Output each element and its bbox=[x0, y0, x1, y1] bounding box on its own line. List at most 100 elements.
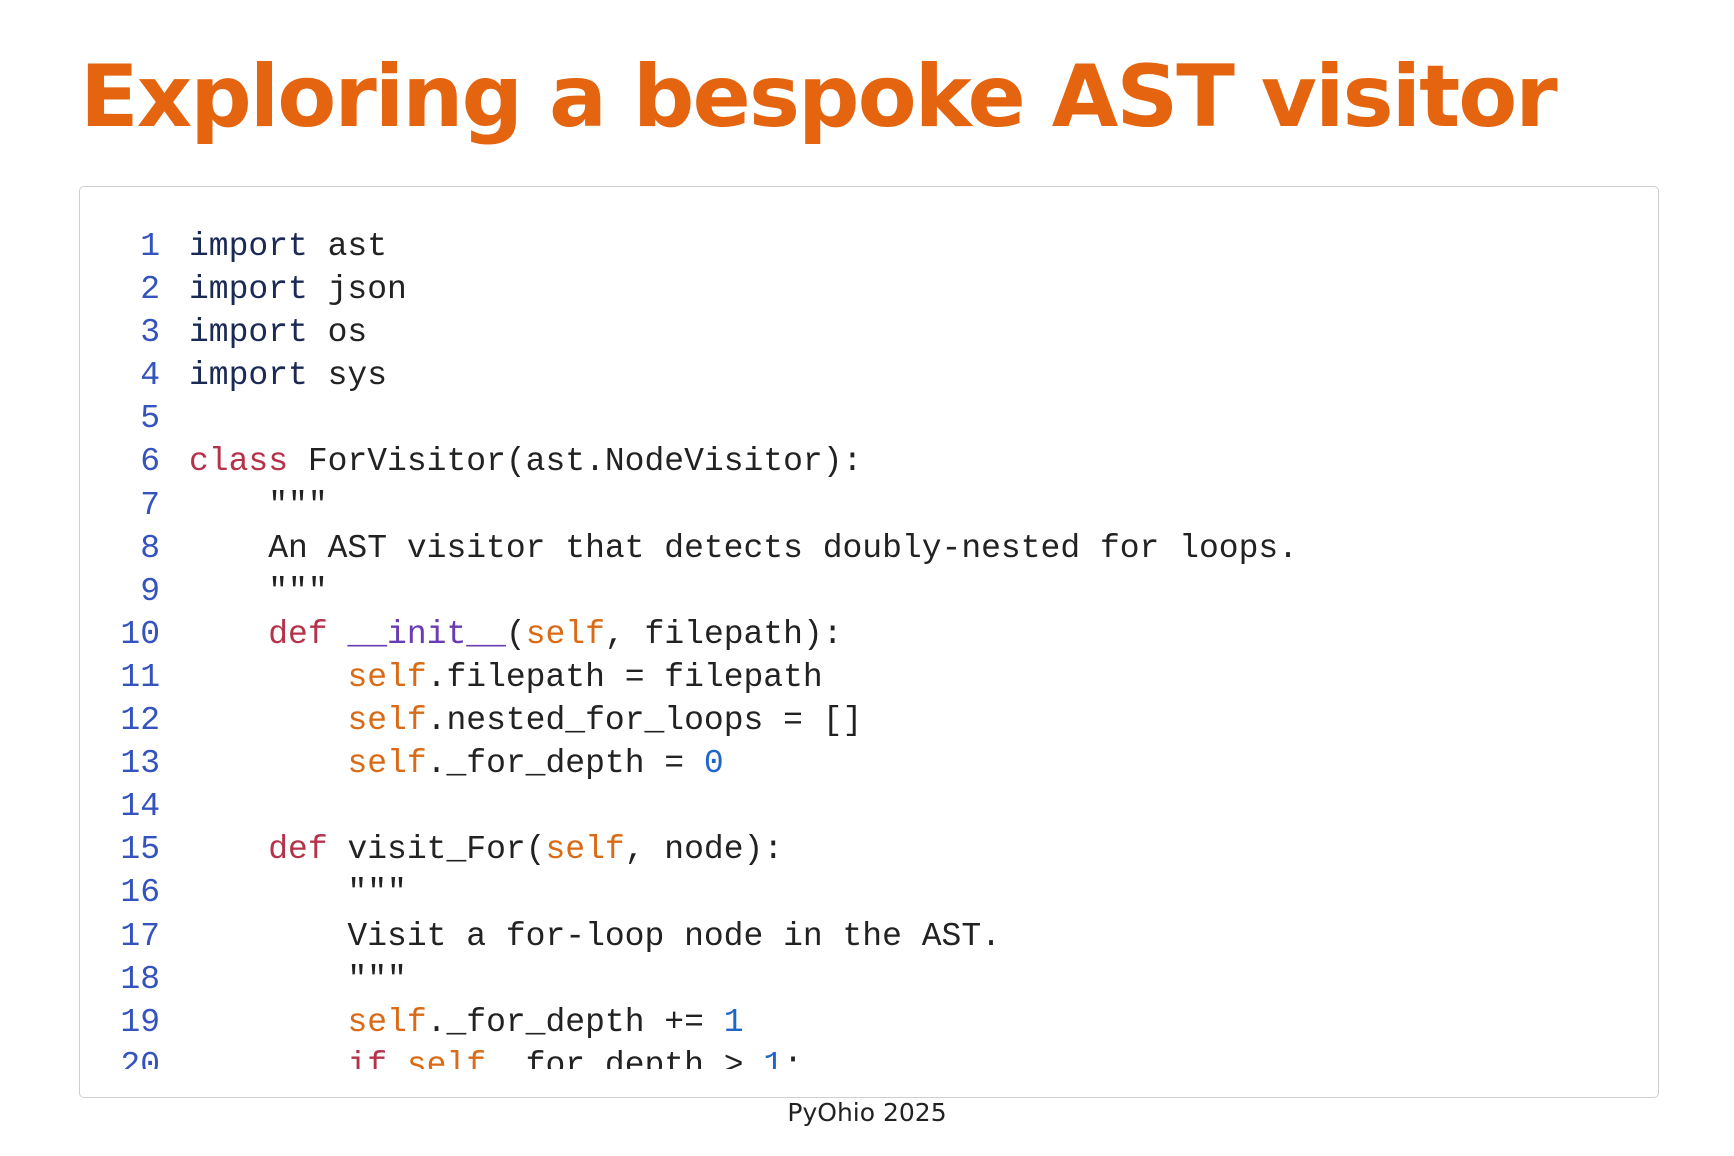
line-number: 19 bbox=[120, 1003, 160, 1041]
code-token: ._for_depth = bbox=[426, 745, 704, 783]
code-token: os bbox=[307, 314, 368, 352]
code-token: self bbox=[545, 831, 625, 869]
code-text: """ bbox=[189, 484, 328, 527]
code-token: self bbox=[525, 615, 605, 653]
line-number: 4 bbox=[140, 357, 160, 395]
code-token bbox=[387, 1047, 407, 1069]
code-token bbox=[189, 1047, 347, 1069]
code-line: 12 self.nested_for_loops = [] bbox=[80, 699, 1658, 742]
code-line: 13 self._for_depth = 0 bbox=[80, 742, 1658, 785]
code-text: self._for_depth += 1 bbox=[189, 1001, 744, 1044]
code-line: 8 An AST visitor that detects doubly-nes… bbox=[80, 527, 1658, 570]
code-token: 0 bbox=[703, 745, 724, 783]
slide-title: Exploring a bespoke AST visitor bbox=[80, 47, 1558, 147]
line-number: 16 bbox=[120, 874, 160, 912]
code-token: ForVisitor(ast.NodeVisitor): bbox=[288, 443, 863, 481]
code-token: self bbox=[347, 658, 427, 696]
line-number: 13 bbox=[120, 745, 160, 783]
code-line: 18 """ bbox=[80, 958, 1658, 1001]
code-block[interactable]: 1 import ast 2 import json 3 import os 4 import… bbox=[79, 186, 1659, 1098]
code-text: Visit a for-loop node in the AST. bbox=[189, 915, 1001, 958]
code-token: """ bbox=[189, 960, 407, 998]
code-token: visit_For( bbox=[327, 831, 546, 869]
code-text: """ bbox=[189, 570, 328, 613]
code-token bbox=[189, 659, 347, 696]
code-token bbox=[189, 616, 268, 653]
code-text: """ bbox=[189, 871, 407, 914]
code-token: 1 bbox=[723, 1003, 744, 1041]
line-number: 2 bbox=[140, 271, 160, 309]
code-line: 14 bbox=[80, 785, 1658, 828]
line-number: 11 bbox=[120, 658, 160, 696]
code-token: """ bbox=[189, 486, 328, 524]
code-line: 15 def visit_For(self, node): bbox=[80, 828, 1658, 871]
code-text: import json bbox=[189, 268, 407, 311]
code-token: self bbox=[347, 745, 427, 783]
code-token: self bbox=[406, 1046, 487, 1069]
code-token: """ bbox=[189, 572, 328, 610]
code-token bbox=[189, 702, 347, 739]
line-number: 20 bbox=[120, 1046, 160, 1069]
code-text: self.nested_for_loops = [] bbox=[189, 699, 862, 742]
code-token: import bbox=[189, 228, 308, 265]
code-token: __init__ bbox=[347, 615, 506, 653]
code-line: 20 if self._for_depth > 1: bbox=[80, 1044, 1658, 1069]
code-text: import os bbox=[189, 311, 367, 354]
line-number: 14 bbox=[120, 788, 160, 826]
code-token: 1 bbox=[763, 1046, 784, 1069]
code-token: , filepath): bbox=[604, 615, 843, 653]
code-token: class bbox=[189, 443, 289, 481]
code-text: self._for_depth = 0 bbox=[189, 742, 724, 785]
code-lines: 1 import ast 2 import json 3 import os 4 import… bbox=[80, 225, 1658, 1069]
line-number: 7 bbox=[140, 486, 160, 524]
code-token: import bbox=[189, 314, 308, 352]
code-text: def visit_For(self, node): bbox=[189, 828, 783, 871]
code-token: sys bbox=[307, 357, 388, 395]
code-token: ._for_depth += bbox=[426, 1003, 724, 1041]
line-number: 9 bbox=[140, 572, 160, 610]
code-token: if bbox=[347, 1046, 388, 1069]
code-token bbox=[189, 831, 268, 868]
code-token bbox=[189, 1004, 347, 1041]
code-text: if self._for_depth > 1: bbox=[189, 1044, 803, 1069]
code-line: 2 import json bbox=[80, 268, 1658, 311]
code-text: An AST visitor that detects doubly-neste… bbox=[189, 527, 1298, 570]
code-token bbox=[189, 745, 347, 782]
code-token: """ bbox=[189, 874, 407, 912]
code-token: An AST visitor that detects doubly-neste… bbox=[189, 529, 1298, 567]
line-number: 1 bbox=[140, 228, 160, 265]
code-token: Visit a for-loop node in the AST. bbox=[189, 917, 1001, 955]
code-line: 5 bbox=[80, 397, 1658, 440]
code-token: ast bbox=[307, 228, 388, 265]
code-line: 1 import ast bbox=[80, 225, 1658, 268]
line-number: 3 bbox=[140, 314, 160, 352]
code-token: ( bbox=[505, 615, 526, 653]
code-token: import bbox=[189, 357, 308, 395]
code-line: 17 Visit a for-loop node in the AST. bbox=[80, 915, 1658, 958]
line-number: 10 bbox=[120, 615, 160, 653]
code-token: def bbox=[268, 831, 328, 869]
line-number: 18 bbox=[120, 960, 160, 998]
code-text: class ForVisitor(ast.NodeVisitor): bbox=[189, 440, 862, 483]
code-line: 16 """ bbox=[80, 871, 1658, 914]
code-token: self bbox=[347, 702, 427, 740]
code-line: 3 import os bbox=[80, 311, 1658, 354]
code-line: 4 import sys bbox=[80, 354, 1658, 397]
code-text: self.filepath = filepath bbox=[189, 656, 823, 699]
line-number: 5 bbox=[140, 400, 160, 438]
code-token: json bbox=[307, 271, 407, 309]
code-token: , node): bbox=[624, 831, 784, 869]
line-number: 15 bbox=[120, 831, 160, 869]
code-token: .nested_for_loops = [] bbox=[426, 702, 863, 740]
code-line: 7 """ bbox=[80, 484, 1658, 527]
line-number: 8 bbox=[140, 529, 160, 567]
code-token: : bbox=[783, 1046, 803, 1069]
code-line: 9 """ bbox=[80, 570, 1658, 613]
line-number: 17 bbox=[120, 917, 160, 955]
code-token: def bbox=[268, 615, 328, 653]
code-token: .filepath = filepath bbox=[426, 658, 823, 696]
line-number: 6 bbox=[140, 443, 160, 481]
code-line: 19 self._for_depth += 1 bbox=[80, 1001, 1658, 1044]
line-number: 12 bbox=[120, 702, 160, 740]
slide-footer: PyOhio 2025 bbox=[787, 1098, 947, 1127]
